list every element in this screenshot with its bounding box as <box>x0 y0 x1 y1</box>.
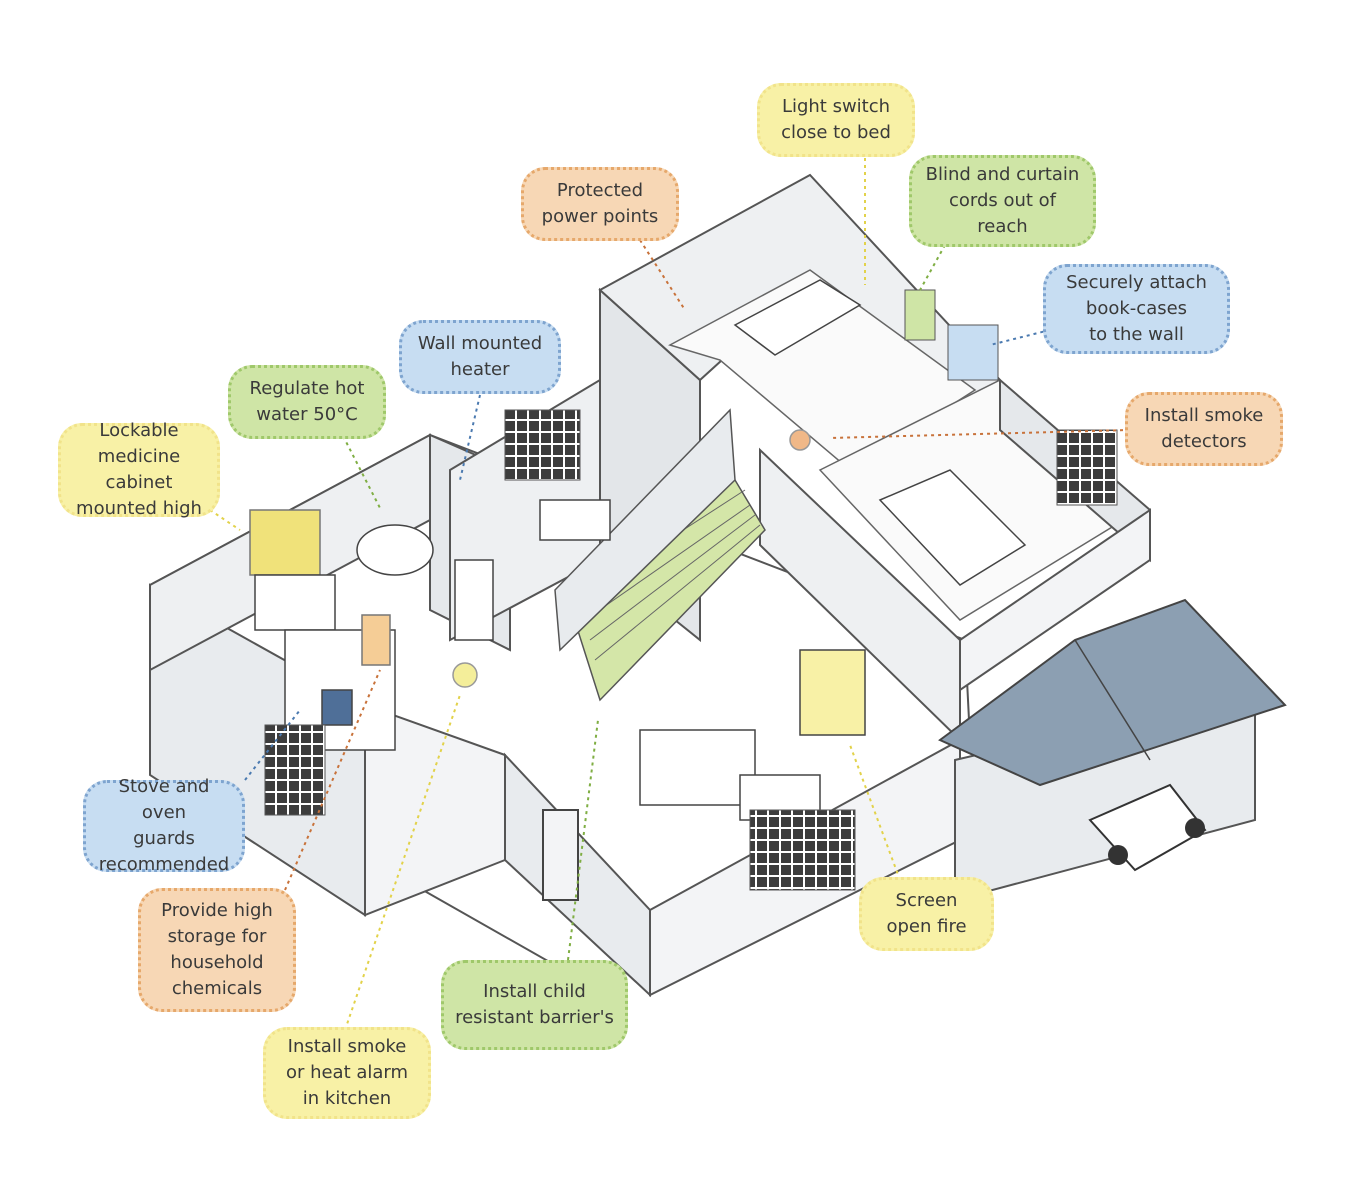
fireplace <box>799 649 866 736</box>
sofa <box>639 729 756 806</box>
callout-protected-power-points: Protected power points <box>521 167 679 241</box>
callout-wall-heater: Wall mounted heater <box>399 320 561 394</box>
carport-roof <box>938 598 1287 787</box>
callout-hot-water: Regulate hot water 50°C <box>228 365 386 439</box>
callout-medicine-cabinet: Lockable medicine cabinet mounted high <box>58 420 220 519</box>
bathtub <box>356 524 434 576</box>
callout-kitchen-alarm: Install smoke or heat alarm in kitchen <box>263 1027 431 1119</box>
upper-front-wall-right <box>959 508 1151 692</box>
dining-window <box>504 409 581 481</box>
callout-light-switch: Light switch close to bed <box>757 83 915 157</box>
bedroom1-window <box>904 289 936 341</box>
bookcase <box>947 324 999 381</box>
stove <box>321 689 353 726</box>
dining-table <box>539 499 611 541</box>
kitchen-window <box>264 724 326 816</box>
vanity <box>254 574 336 631</box>
callout-child-barrier: Install child resistant barrier's <box>441 960 628 1050</box>
upper-smoke-detector <box>789 429 811 451</box>
medicine-cabinet <box>249 509 321 576</box>
callout-high-storage: Provide high storage for household chemi… <box>138 888 296 1012</box>
front-door <box>542 809 579 901</box>
callout-bookcases: Securely attach book-cases to the wall <box>1043 264 1230 354</box>
callout-stove-guards: Stove and oven guards recommended <box>83 776 245 875</box>
callout-smoke-detectors: Install smoke detectors <box>1125 392 1283 466</box>
callout-blind-cords: Blind and curtain cords out of reach <box>909 155 1096 247</box>
callout-screen-fire: Screen open fire <box>859 877 994 951</box>
high-storage-cabinet <box>361 614 391 666</box>
bedroom2-window <box>1056 429 1118 506</box>
double-bed <box>878 469 1027 586</box>
bathroom-door <box>454 559 494 641</box>
kitchen-smoke-alarm <box>452 662 478 688</box>
single-bed <box>733 279 862 356</box>
living-window <box>749 809 856 891</box>
stair-side-wall <box>554 408 736 652</box>
